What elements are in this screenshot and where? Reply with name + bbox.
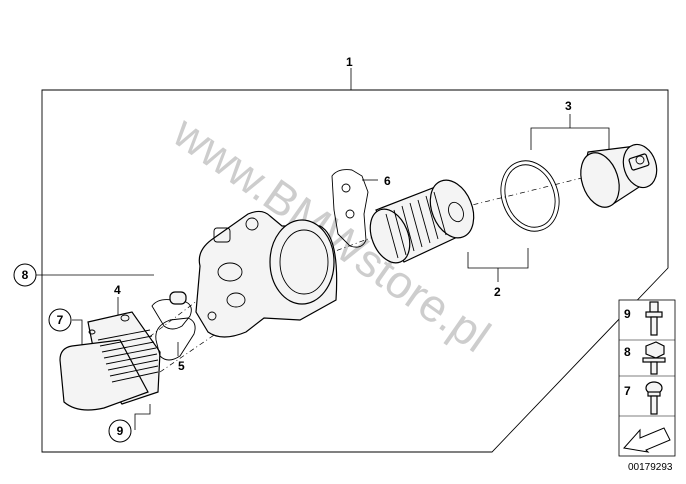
o-ring	[500, 160, 560, 232]
filter-cap	[580, 143, 658, 208]
axis-line-2	[139, 287, 215, 345]
side-label-8: 8	[624, 345, 631, 359]
housing-gasket	[331, 169, 369, 248]
callout-4: 4	[114, 283, 121, 297]
oil-cooler	[59, 311, 161, 411]
cooler-gaskets	[151, 291, 196, 361]
document-number: 00179293	[628, 462, 673, 473]
filter-element	[369, 179, 475, 264]
callout-7: 7	[57, 313, 64, 327]
side-label-9: 9	[624, 307, 631, 321]
bolt-8-icon	[642, 341, 666, 375]
callout-9: 9	[117, 424, 124, 438]
bolt-7-icon	[645, 381, 663, 415]
callout-1: 1	[346, 55, 353, 69]
callout-5: 5	[178, 359, 185, 373]
callout-8: 8	[22, 268, 29, 282]
bolt-9-icon	[645, 301, 663, 336]
assembly-frame	[41, 89, 669, 453]
fastener-panel: 9 8 7	[618, 299, 676, 457]
callout-7-group: 7	[48, 308, 72, 332]
leader-lines	[36, 68, 610, 430]
arrow-icon	[623, 427, 671, 453]
side-label-7: 7	[624, 384, 631, 398]
filter-housing	[195, 210, 338, 338]
callout-3: 3	[565, 99, 572, 113]
callout-2: 2	[494, 285, 501, 299]
callout-8-group: 8	[13, 263, 37, 287]
callout-6: 6	[384, 174, 391, 188]
callout-9-group: 9	[108, 419, 132, 443]
